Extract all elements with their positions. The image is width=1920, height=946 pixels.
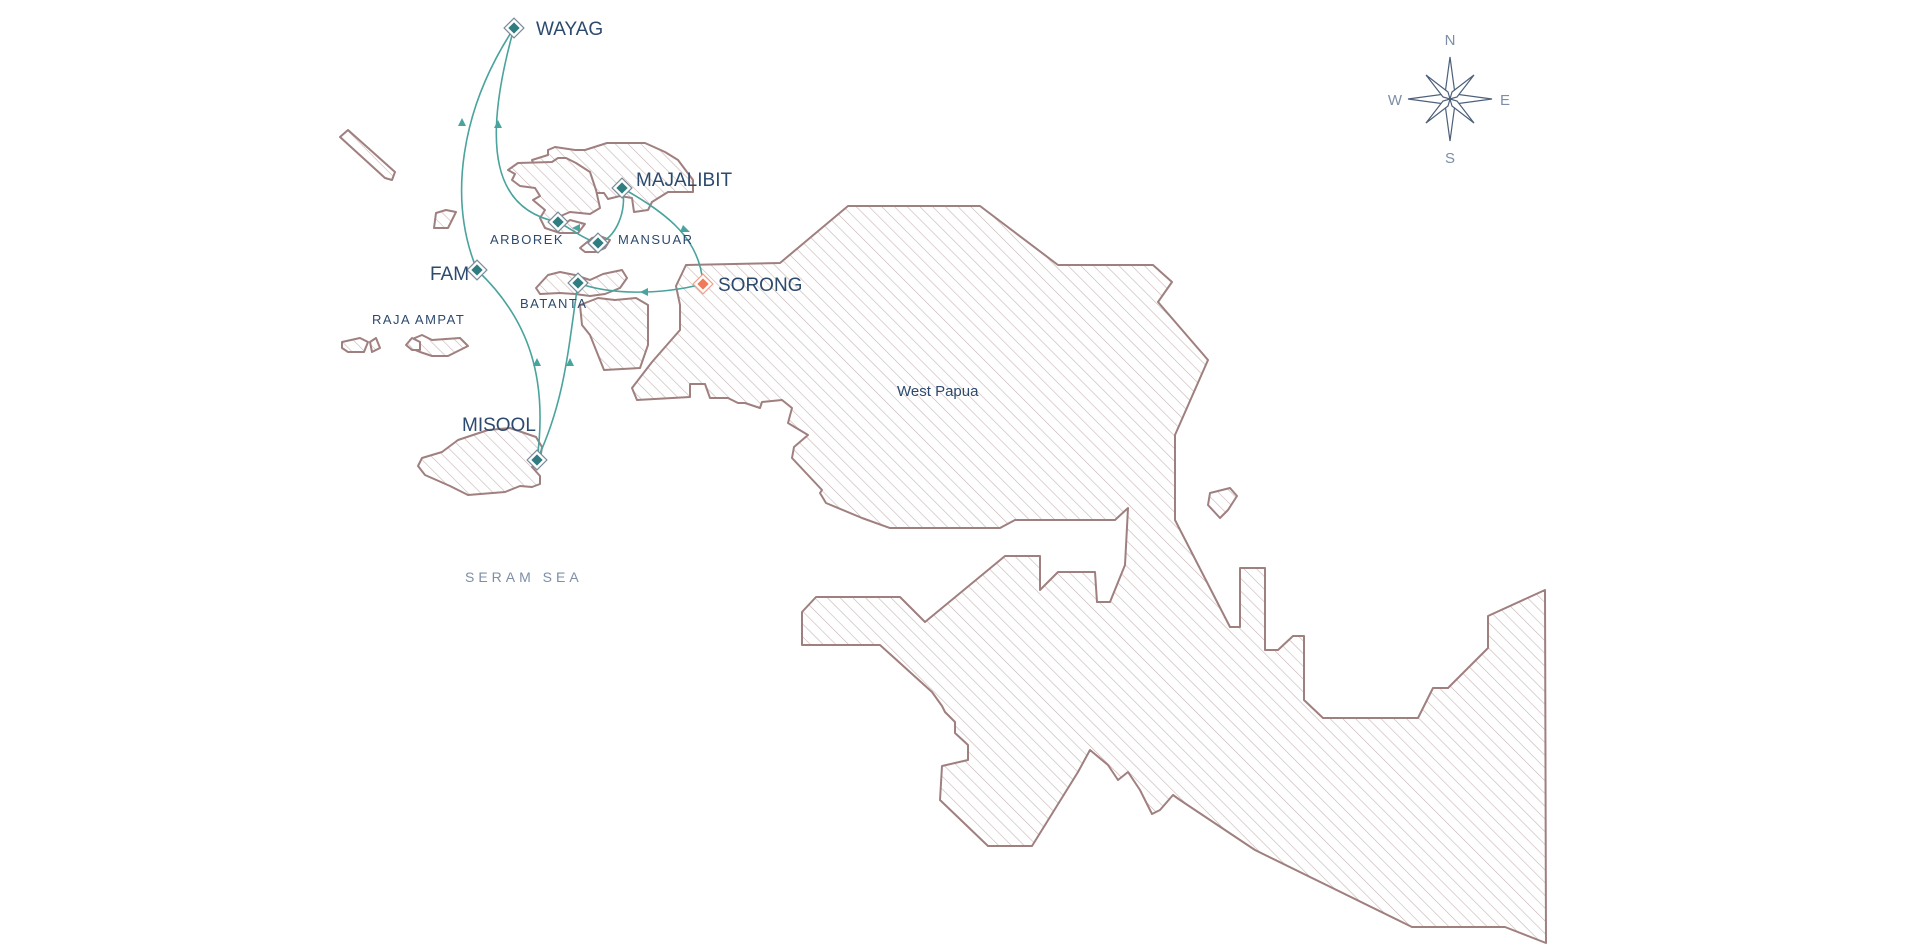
label-fam: FAM <box>430 264 469 285</box>
route-arrow <box>566 358 574 366</box>
route-arborek-wayag <box>495 27 559 223</box>
compass-west: W <box>1388 92 1403 109</box>
label-seram-sea: SERAM SEA <box>465 569 583 585</box>
compass-south: S <box>1445 150 1455 167</box>
marker-majalibit[interactable] <box>611 177 633 199</box>
label-majalibit: MAJALIBIT <box>636 170 732 191</box>
compass-east: E <box>1500 92 1510 109</box>
marker-fam[interactable] <box>466 259 488 281</box>
island-raja-d <box>405 337 421 351</box>
route-arrow <box>458 118 466 126</box>
route-arrow <box>494 120 502 128</box>
label-wayag: WAYAG <box>536 19 603 40</box>
island-west-long <box>339 129 396 181</box>
mainland-west-papua <box>631 205 1547 944</box>
route-wayag-fam <box>460 27 515 271</box>
landmasses <box>339 129 1547 944</box>
label-mansuar: MANSUAR <box>618 232 694 247</box>
marker-arborek[interactable] <box>547 211 569 233</box>
label-misool: MISOOL <box>462 415 536 436</box>
route-batanta-sorong <box>577 282 704 293</box>
route-arrow <box>533 358 541 366</box>
map-labels: WAYAG MAJALIBIT ARBOREK MANSUAR FAM BATA… <box>372 19 979 585</box>
label-arborek: ARBOREK <box>490 232 564 247</box>
marker-batanta[interactable] <box>567 272 589 294</box>
route-arrow <box>572 224 580 232</box>
island-west-small-1 <box>433 209 457 229</box>
label-sorong: SORONG <box>718 275 802 296</box>
route-sorong-majalibit <box>621 187 704 285</box>
marker-sorong-start[interactable] <box>692 273 714 295</box>
route-arrow <box>640 288 648 296</box>
island-salawati <box>579 297 649 371</box>
island-east-small <box>1207 487 1238 519</box>
compass-rose-icon: N S E W <box>1388 32 1510 167</box>
route-fam-misool <box>476 269 541 461</box>
marker-wayag[interactable] <box>503 17 525 39</box>
island-misool <box>417 427 543 496</box>
island-gam <box>507 157 601 234</box>
stop-markers <box>466 17 714 471</box>
label-raja-ampat: RAJA AMPAT <box>372 312 465 327</box>
marker-mansuar[interactable] <box>587 232 609 254</box>
route-arrow <box>680 225 690 232</box>
island-raja-b <box>369 337 381 353</box>
compass-north: N <box>1445 32 1456 49</box>
route-misool-batanta <box>536 282 579 461</box>
label-batanta: BATANTA <box>520 296 588 311</box>
label-west-papua: West Papua <box>897 383 979 400</box>
island-raja-a <box>341 337 369 353</box>
marker-misool[interactable] <box>526 449 548 471</box>
